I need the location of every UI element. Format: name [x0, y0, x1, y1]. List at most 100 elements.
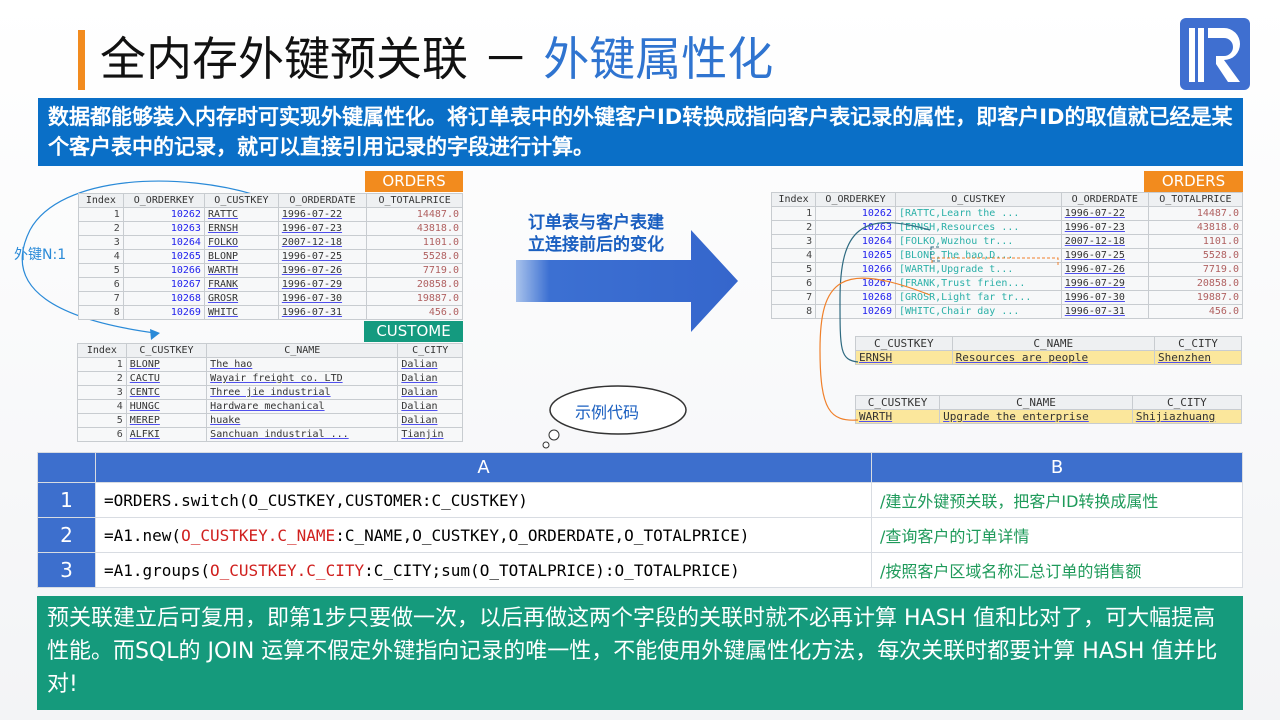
column-header: Index: [78, 193, 124, 208]
index-cell: 5: [77, 413, 127, 428]
orderkey-cell: 10264: [122, 235, 205, 250]
code-post: :C_CITY;sum(O_TOTALPRICE):O_TOTALPRICE): [364, 560, 740, 580]
totalprice-cell: 20858.0: [1147, 276, 1244, 291]
cell-b[interactable]: /建立外键预关联，把客户ID转换成属性: [871, 482, 1243, 518]
column-header: C_NAME: [951, 336, 1155, 351]
name-cell: Upgrade the enterprise: [939, 409, 1133, 424]
row-number[interactable]: 1: [37, 482, 96, 518]
code-pre: =A1.groups(: [104, 560, 210, 580]
column-header: O_CUSTKEY: [203, 193, 279, 208]
orderdate-cell: 1996-07-23: [277, 221, 368, 236]
column-header: C_CITY: [397, 343, 463, 358]
orderdate-cell: 1996-07-30: [277, 291, 368, 306]
cell-a[interactable]: =A1.new(O_CUSTKEY.C_NAME:C_NAME,O_CUSTKE…: [95, 517, 872, 553]
custkey-cell: WARTH: [203, 263, 279, 278]
sample-code-label: 示例代码: [575, 403, 640, 422]
totalprice-cell: 19887.0: [1147, 290, 1244, 305]
totalprice-cell: 14487.0: [1147, 206, 1244, 221]
code-post: :C_NAME,O_CUSTKEY,O_ORDERDATE,O_TOTALPRI…: [335, 525, 750, 545]
totalprice-cell: 456.0: [1147, 304, 1244, 319]
row-number[interactable]: 2: [37, 517, 96, 553]
index-cell: 1: [770, 206, 817, 221]
totalprice-cell: 7719.0: [366, 263, 463, 278]
index-cell: 8: [78, 305, 124, 320]
intro-banner: 数据都能够装入内存时可实现外键属性化。将订单表中的外键客户ID转换成指向客户表记…: [38, 98, 1243, 166]
title-separator: －: [468, 32, 544, 86]
city-cell: Dalian: [397, 413, 463, 428]
arrow-caption: 订单表与客户表建立连接前后的变化: [528, 212, 664, 256]
orderkey-cell: 10269: [815, 304, 896, 319]
index-cell: 4: [77, 399, 127, 414]
orderdate-cell: 1996-07-30: [1060, 290, 1149, 305]
index-cell: 2: [78, 221, 124, 236]
city-cell: Shijiazhuang: [1131, 409, 1243, 424]
orderdate-cell: 1996-07-23: [1060, 220, 1149, 235]
index-cell: 6: [78, 277, 124, 292]
code-red: O_CUSTKEY.C_CITY: [209, 560, 365, 580]
totalprice-cell: 14487.0: [366, 207, 463, 222]
column-header: C_CUSTKEY: [855, 336, 953, 351]
totalprice-cell: 456.0: [366, 305, 463, 320]
totalprice-cell: 1101.0: [1147, 234, 1244, 249]
cell-b[interactable]: /按照客户区域名称汇总订单的销售额: [871, 552, 1243, 588]
name-cell: Resources are people: [951, 350, 1155, 365]
city-cell: Dalian: [397, 399, 463, 414]
totalprice-cell: 5528.0: [366, 249, 463, 264]
orderdate-cell: 1996-07-29: [1060, 276, 1149, 291]
orderdate-cell: 2007-12-18: [277, 235, 368, 250]
column-header-a[interactable]: A: [95, 452, 872, 483]
custkey-cell: MEREP: [125, 413, 208, 428]
column-header-b[interactable]: B: [871, 452, 1243, 483]
city-cell: Dalian: [397, 385, 463, 400]
code-pre: =A1.new(: [104, 525, 182, 545]
cell-a[interactable]: =ORDERS.switch(O_CUSTKEY,CUSTOMER:C_CUST…: [95, 482, 872, 518]
cell-a[interactable]: =A1.groups(O_CUSTKEY.C_CITY:C_CITY;sum(O…: [95, 552, 872, 588]
index-cell: 6: [77, 427, 127, 442]
code-pre: =ORDERS.switch(O_CUSTKEY,CUSTOMER:C_CUST…: [104, 490, 528, 510]
row-number[interactable]: 3: [37, 552, 96, 588]
column-header: O_TOTALPRICE: [366, 193, 463, 208]
index-cell: 5: [78, 263, 124, 278]
column-header: C_CITY: [1131, 395, 1243, 410]
summary-note: 预关联建立后可复用，即第1步只要做一次，以后再做这两个字段的关联时就不必再计算 …: [37, 596, 1243, 710]
cell-b[interactable]: /查询客户的订单详情: [871, 517, 1243, 553]
custkey-cell: CENTC: [125, 385, 208, 400]
index-cell: 8: [770, 304, 817, 319]
custkey-cell: WARTH: [854, 409, 941, 424]
orderdate-cell: 2007-12-18: [1060, 234, 1149, 249]
corner-cell: [37, 452, 96, 483]
totalprice-cell: 43818.0: [1147, 220, 1244, 235]
name-cell: huake: [206, 413, 399, 428]
name-cell: Sanchuan industrial ...: [206, 427, 399, 442]
orderdate-cell: 1996-07-31: [1060, 304, 1149, 319]
orderdate-cell: 1996-07-25: [277, 249, 368, 264]
orderkey-cell: 10269: [122, 305, 205, 320]
right-arrow-icon: [516, 230, 738, 332]
